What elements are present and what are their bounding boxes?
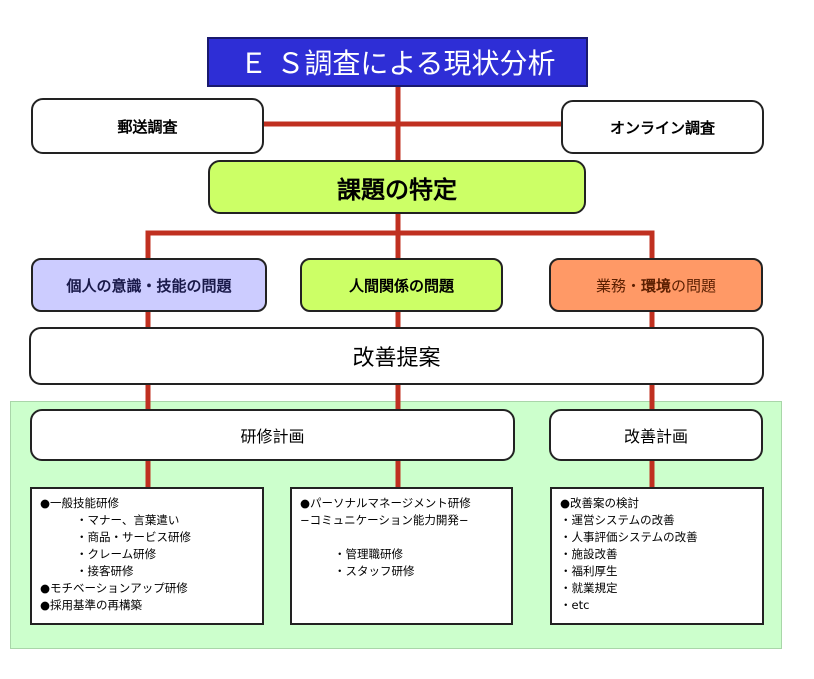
list-item: ・人事評価システムの改善 <box>560 530 698 544</box>
connector-issue-branches <box>145 230 655 258</box>
issue-identification-box: 課題の特定 <box>208 160 586 214</box>
list-item: ・クレーム研修 <box>76 547 157 561</box>
list-item: ●一般技能研修 <box>40 496 120 510</box>
training-list-b: ●パーソナルマネージメント研修 −コミュニケーション能力開発− ・管理職研修 ・… <box>290 487 513 625</box>
list-item: ・商品・サービス研修 <box>76 530 191 544</box>
issue-business-label-part2: の問題 <box>671 276 717 295</box>
list-item: ●採用基準の再構築 <box>40 598 143 612</box>
list-item: ・スタッフ研修 <box>334 564 415 578</box>
list-item: ・就業規定 <box>560 581 618 595</box>
diagram-title: Ｅ Ｓ調査による現状分析 <box>207 37 588 87</box>
issue-business-label-bold: 環境 <box>640 276 671 295</box>
improvement-list: ●改善案の検討 ・運営システムの改善 ・人事評価システムの改善 ・施設改善 ・福… <box>550 487 764 625</box>
list-item: ・運営システムの改善 <box>560 513 675 527</box>
training-list-a: ●一般技能研修 ・マナー、言葉遣い ・商品・サービス研修 ・クレーム研修 ・接客… <box>30 487 264 625</box>
issue-relations-box: 人間関係の問題 <box>300 258 503 312</box>
list-spacer <box>300 529 503 546</box>
list-item: ●モチベーションアップ研修 <box>40 581 188 595</box>
list-item: ・施設改善 <box>560 547 618 561</box>
list-item: ・etc <box>560 598 590 612</box>
improvement-proposal-box: 改善提案 <box>29 327 764 385</box>
list-item: ・管理職研修 <box>334 547 403 561</box>
list-item: −コミュニケーション能力開発− <box>300 513 469 527</box>
issue-business-box: 業務・環境の問題 <box>549 258 763 312</box>
issue-individual-box: 個人の意識・技能の問題 <box>31 258 267 312</box>
list-item: ●パーソナルマネージメント研修 <box>300 496 471 510</box>
list-item: ・マナー、言葉遣い <box>76 513 180 527</box>
issue-business-label-part1: 業務・ <box>595 276 641 295</box>
training-plan-box: 研修計画 <box>30 409 515 461</box>
mail-survey-box: 郵送調査 <box>31 98 264 154</box>
improvement-plan-box: 改善計画 <box>549 409 763 461</box>
list-item: ・接客研修 <box>76 564 134 578</box>
list-item: ・福利厚生 <box>560 564 618 578</box>
list-item: ●改善案の検討 <box>560 496 640 510</box>
online-survey-box: オンライン調査 <box>561 100 764 154</box>
